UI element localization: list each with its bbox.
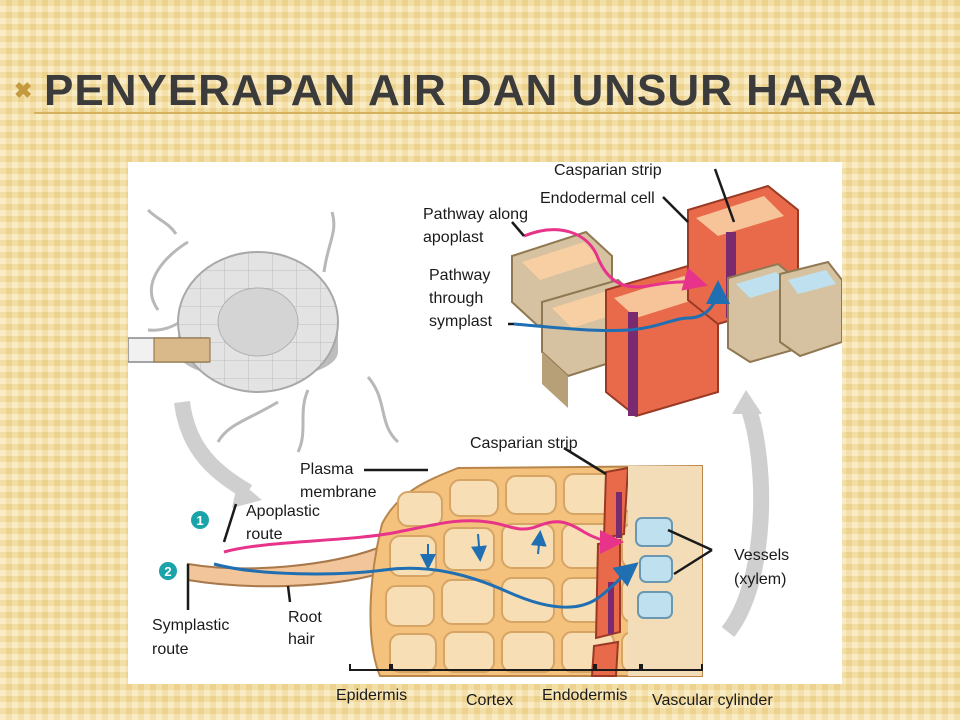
vessels-label-1: Vessels xyxy=(734,547,789,564)
cortex-label: Cortex xyxy=(466,692,513,709)
slide-bullet-glyph: ✖ xyxy=(14,78,33,103)
symplast-pathway-label-2: through xyxy=(429,290,483,307)
zone-brackets xyxy=(349,664,703,671)
endodermis-label: Endodermis xyxy=(542,687,627,704)
root-hair-label-2: hair xyxy=(288,631,315,648)
symplastic-route-label-2: route xyxy=(152,641,189,658)
apoplastic-route-label-1: Apoplastic xyxy=(246,503,320,520)
zone-label-strip: Epidermis Cortex Endodermis Vascular cyl… xyxy=(336,687,773,709)
marker-2-icon xyxy=(159,562,177,580)
root-cross-section xyxy=(128,208,400,453)
inset-casparian-strip-label: Casparian strip xyxy=(554,162,662,179)
casparian-strip-label: Casparian strip xyxy=(470,435,578,452)
root-absorption-diagram: 1 2 Casparian strip Endodermal cell Path… xyxy=(128,162,842,684)
marker-1-icon xyxy=(191,511,209,529)
slide-title: PENYERAPAN AIR DAN UNSUR HARA xyxy=(44,66,878,115)
plasma-membrane-label-2: membrane xyxy=(300,484,377,501)
label-pointers xyxy=(186,168,736,610)
diagram-canvas: 1 2 Casparian strip Endodermal cell Path… xyxy=(128,162,842,677)
endodermal-cell-label: Endodermal cell xyxy=(540,190,655,207)
symplast-pathway-label-3: symplast xyxy=(429,313,493,330)
epidermis-label: Epidermis xyxy=(336,687,407,704)
cell-block-inset xyxy=(511,184,842,418)
root-tissue-section xyxy=(187,464,703,677)
vessels-label-2: (xylem) xyxy=(734,571,786,588)
plasma-membrane-label-1: Plasma xyxy=(300,461,353,478)
apoplastic-route-label-2: route xyxy=(246,526,283,543)
marker-1-label: 1 xyxy=(196,513,203,528)
apoplast-pathway-label-2: apoplast xyxy=(423,229,484,246)
vascular-cylinder-label: Vascular cylinder xyxy=(652,692,773,709)
symplast-pathway-label-1: Pathway xyxy=(429,267,490,284)
marker-2-label: 2 xyxy=(164,564,171,579)
zoom-arrow-left xyxy=(174,400,253,499)
root-hair-label-1: Root xyxy=(288,609,322,626)
symplastic-route-label-1: Symplastic xyxy=(152,617,229,634)
title-underline xyxy=(34,112,960,114)
zoom-arrow-right xyxy=(721,404,770,637)
apoplast-pathway-label-1: Pathway along xyxy=(423,206,528,223)
